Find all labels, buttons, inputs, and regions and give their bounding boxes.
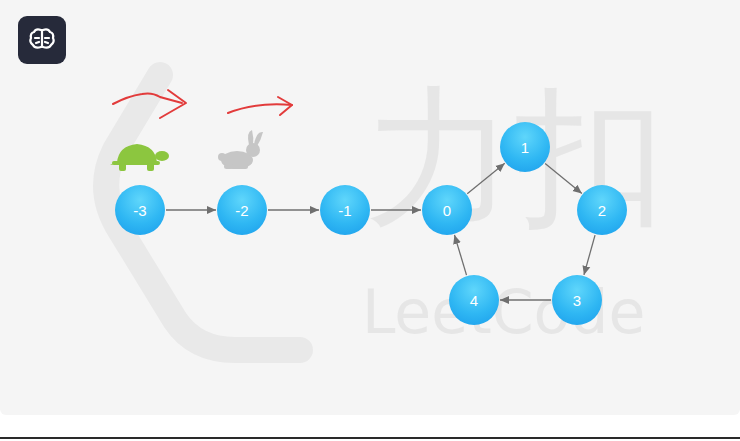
node-value: 2 [598,202,606,219]
node-value: 0 [443,202,451,219]
rabbit-icon [218,130,263,169]
red-arrowhead [160,90,186,118]
next-pointer-arrow [545,163,582,193]
next-pointer-arrow [454,235,466,275]
list-node-circle: 4 [449,275,499,325]
bottom-rule [0,437,740,439]
node-value: -3 [133,202,146,219]
list-node-circle: -1 [320,185,370,235]
next-pointer-arrow [500,299,551,300]
next-pointer-arrow [371,209,421,210]
next-pointer-arrow [166,209,216,210]
turtle-icon [110,144,169,171]
list-node-circle: 3 [552,275,602,325]
red-arrowhead [278,97,292,115]
list-node-circle: -2 [217,185,267,235]
node-value: 4 [470,292,478,309]
node-value: 1 [521,139,529,156]
watermark-shape [106,75,300,350]
brain-glyph [30,29,53,47]
list-node-circle: 2 [577,185,627,235]
node-value: -1 [338,202,351,219]
node-value: -2 [235,202,248,219]
watermark-text: LeetCode [362,282,645,342]
list-node-circle: 0 [422,185,472,235]
list-node-circle: -3 [115,185,165,235]
node-value: 3 [573,292,581,309]
red-arrow [113,93,182,104]
next-pointer-arrow [584,235,595,275]
next-pointer-arrow [467,163,505,193]
list-node-circle: 1 [500,122,550,172]
brain-icon [18,16,66,64]
next-pointer-arrow [268,209,319,210]
